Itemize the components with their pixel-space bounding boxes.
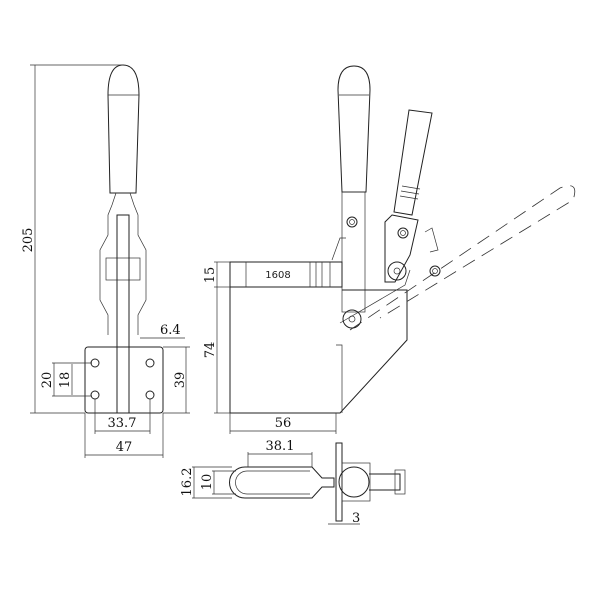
- dim-20: 20: [40, 372, 55, 389]
- dim-18: 18: [58, 372, 73, 389]
- dim-74: 74: [203, 342, 218, 359]
- dim-10: 10: [200, 474, 215, 491]
- dim-56: 56: [275, 416, 292, 431]
- front-handle: [107, 64, 140, 194]
- tilted-handle: [393, 109, 433, 216]
- dim-16-2: 16.2: [180, 468, 195, 497]
- dim-3: 3: [352, 511, 360, 526]
- side-view: 1608 15 74 56: [203, 65, 576, 434]
- side-handle: [337, 65, 371, 193]
- part-number: 1608: [265, 270, 290, 281]
- pivot-hub: [338, 466, 370, 498]
- front-view: 205 6.4 39 20 18 33.7 47: [21, 64, 190, 458]
- side-spindle-bar: [229, 261, 343, 288]
- slotted-arm: [229, 466, 335, 499]
- dim-33-7: 33.7: [108, 416, 137, 431]
- dim-6-4: 6.4: [160, 323, 181, 338]
- dim-205: 205: [21, 228, 36, 253]
- bottom-view: 38.1 16.2 10 3: [180, 439, 406, 526]
- dim-38-1: 38.1: [266, 439, 295, 454]
- open-handle-phantom: [349, 185, 576, 331]
- front-base-plate: [84, 346, 164, 414]
- dim-39: 39: [173, 372, 188, 389]
- dim-47: 47: [116, 440, 133, 455]
- front-plunger: [116, 214, 130, 414]
- dim-15: 15: [203, 267, 218, 284]
- side-body: [229, 287, 408, 414]
